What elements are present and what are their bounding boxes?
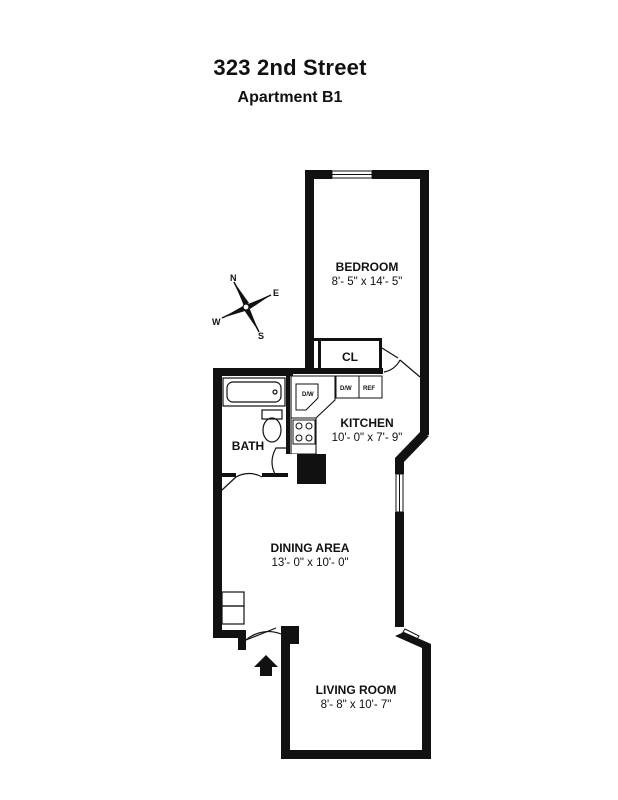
bedroom-label: BEDROOM — [336, 260, 399, 274]
dining-label: DINING AREA — [271, 541, 350, 555]
stove — [292, 419, 316, 445]
walls — [213, 170, 431, 759]
right-window — [395, 473, 404, 513]
dishwasher — [295, 383, 319, 411]
compass-icon: N E S W — [212, 273, 279, 341]
refrigerator — [358, 375, 383, 399]
dishwasher-label: D/W — [302, 392, 314, 398]
bedroom-dims: 8'- 5" x 14'- 5" — [332, 276, 403, 288]
compass-n-label: N — [230, 273, 237, 283]
dining-dims: 13'- 0" x 10'- 0" — [271, 557, 348, 569]
kitchen-counter — [290, 375, 336, 455]
compass-w-label: W — [212, 317, 221, 327]
bedroom-window — [331, 170, 373, 179]
compass-e-label: E — [273, 288, 279, 298]
kitchen-dims: 10'- 0" x 7'- 9" — [332, 432, 403, 444]
unit-subtitle: Apartment B1 — [237, 89, 343, 106]
kitchen-pantry-gap — [291, 454, 297, 484]
address-title: 323 2nd Street — [213, 55, 367, 80]
sink — [271, 447, 286, 477]
refrigerator-label: REF — [363, 386, 375, 392]
compass-s-label: S — [258, 331, 264, 341]
living-dims: 8'- 8" x 10'- 7" — [321, 699, 392, 711]
toilet — [261, 409, 283, 443]
closet-label: CL — [342, 350, 358, 364]
dishwasher-box-label: D/W — [340, 386, 352, 392]
bath-label: BATH — [232, 439, 264, 453]
living-window — [400, 628, 420, 643]
kitchen-label: KITCHEN — [340, 416, 393, 430]
bathtub — [222, 377, 286, 407]
doors — [221, 347, 421, 641]
living-label: LIVING ROOM — [316, 683, 397, 697]
entry-arrow-icon — [254, 655, 278, 676]
